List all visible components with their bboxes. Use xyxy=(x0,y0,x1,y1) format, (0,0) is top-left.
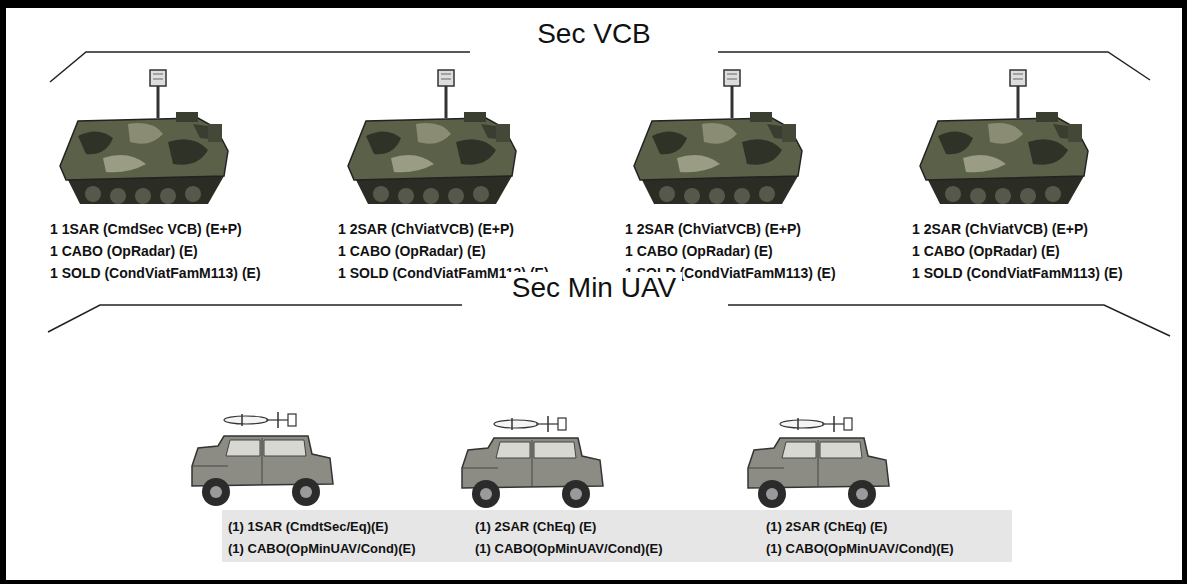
section-heading: Sec Min UAV xyxy=(506,272,682,304)
frame-right xyxy=(1182,0,1187,584)
crew-line: (1) CABO(OpMinUAV/Cond)(E) xyxy=(766,541,954,556)
crew-line: 1 2SAR (ChViatVCB) (E+P) xyxy=(625,221,801,237)
m113-vehicle xyxy=(348,70,516,204)
crew-line: 1 2SAR (ChViatVCB) (E+P) xyxy=(912,221,1088,237)
crew-line: 1 CABO (OpRadar) (E) xyxy=(338,243,486,259)
section-bracket xyxy=(718,52,1150,80)
m113-vehicle xyxy=(60,70,228,204)
crew-line: (1) 2SAR (ChEq) (E) xyxy=(766,519,887,534)
crew-line: 1 CABO (OpRadar) (E) xyxy=(50,243,198,259)
crew-line: (1) 1SAR (CmdtSec/Eq)(E) xyxy=(228,519,388,534)
uav-icon xyxy=(494,416,566,432)
hmmwv-vehicle xyxy=(748,438,889,508)
m113-vehicle xyxy=(634,70,802,204)
uav-icon xyxy=(224,412,296,428)
frame-left xyxy=(0,0,6,584)
hmmwv-vehicle xyxy=(462,438,603,508)
crew-line: 1 CABO (OpRadar) (E) xyxy=(625,243,773,259)
section-bracket xyxy=(728,305,1170,336)
frame-bottom xyxy=(0,580,1187,584)
crew-line: 1 2SAR (ChViatVCB) (E+P) xyxy=(338,221,514,237)
crew-line: 1 SOLD (CondViatFamM113) (E) xyxy=(50,265,261,281)
text-shading xyxy=(222,510,1012,562)
uav-icon xyxy=(780,416,852,432)
crew-line: 1 SOLD (CondViatFamM113) (E) xyxy=(912,265,1123,281)
m113-vehicle xyxy=(920,70,1088,204)
crew-line: (1) CABO(OpMinUAV/Cond)(E) xyxy=(475,541,663,556)
crew-line: 1 1SAR (CmdSec VCB) (E+P) xyxy=(50,221,242,237)
section-heading: Sec VCB xyxy=(531,18,657,50)
hmmwv-vehicle xyxy=(192,436,333,506)
frame-top xyxy=(0,0,1187,8)
section-bracket xyxy=(50,52,470,82)
crew-line: (1) 2SAR (ChEq) (E) xyxy=(475,519,596,534)
crew-line: 1 CABO (OpRadar) (E) xyxy=(912,243,1060,259)
crew-line: (1) CABO(OpMinUAV/Cond)(E) xyxy=(228,541,416,556)
section-bracket xyxy=(48,305,462,332)
